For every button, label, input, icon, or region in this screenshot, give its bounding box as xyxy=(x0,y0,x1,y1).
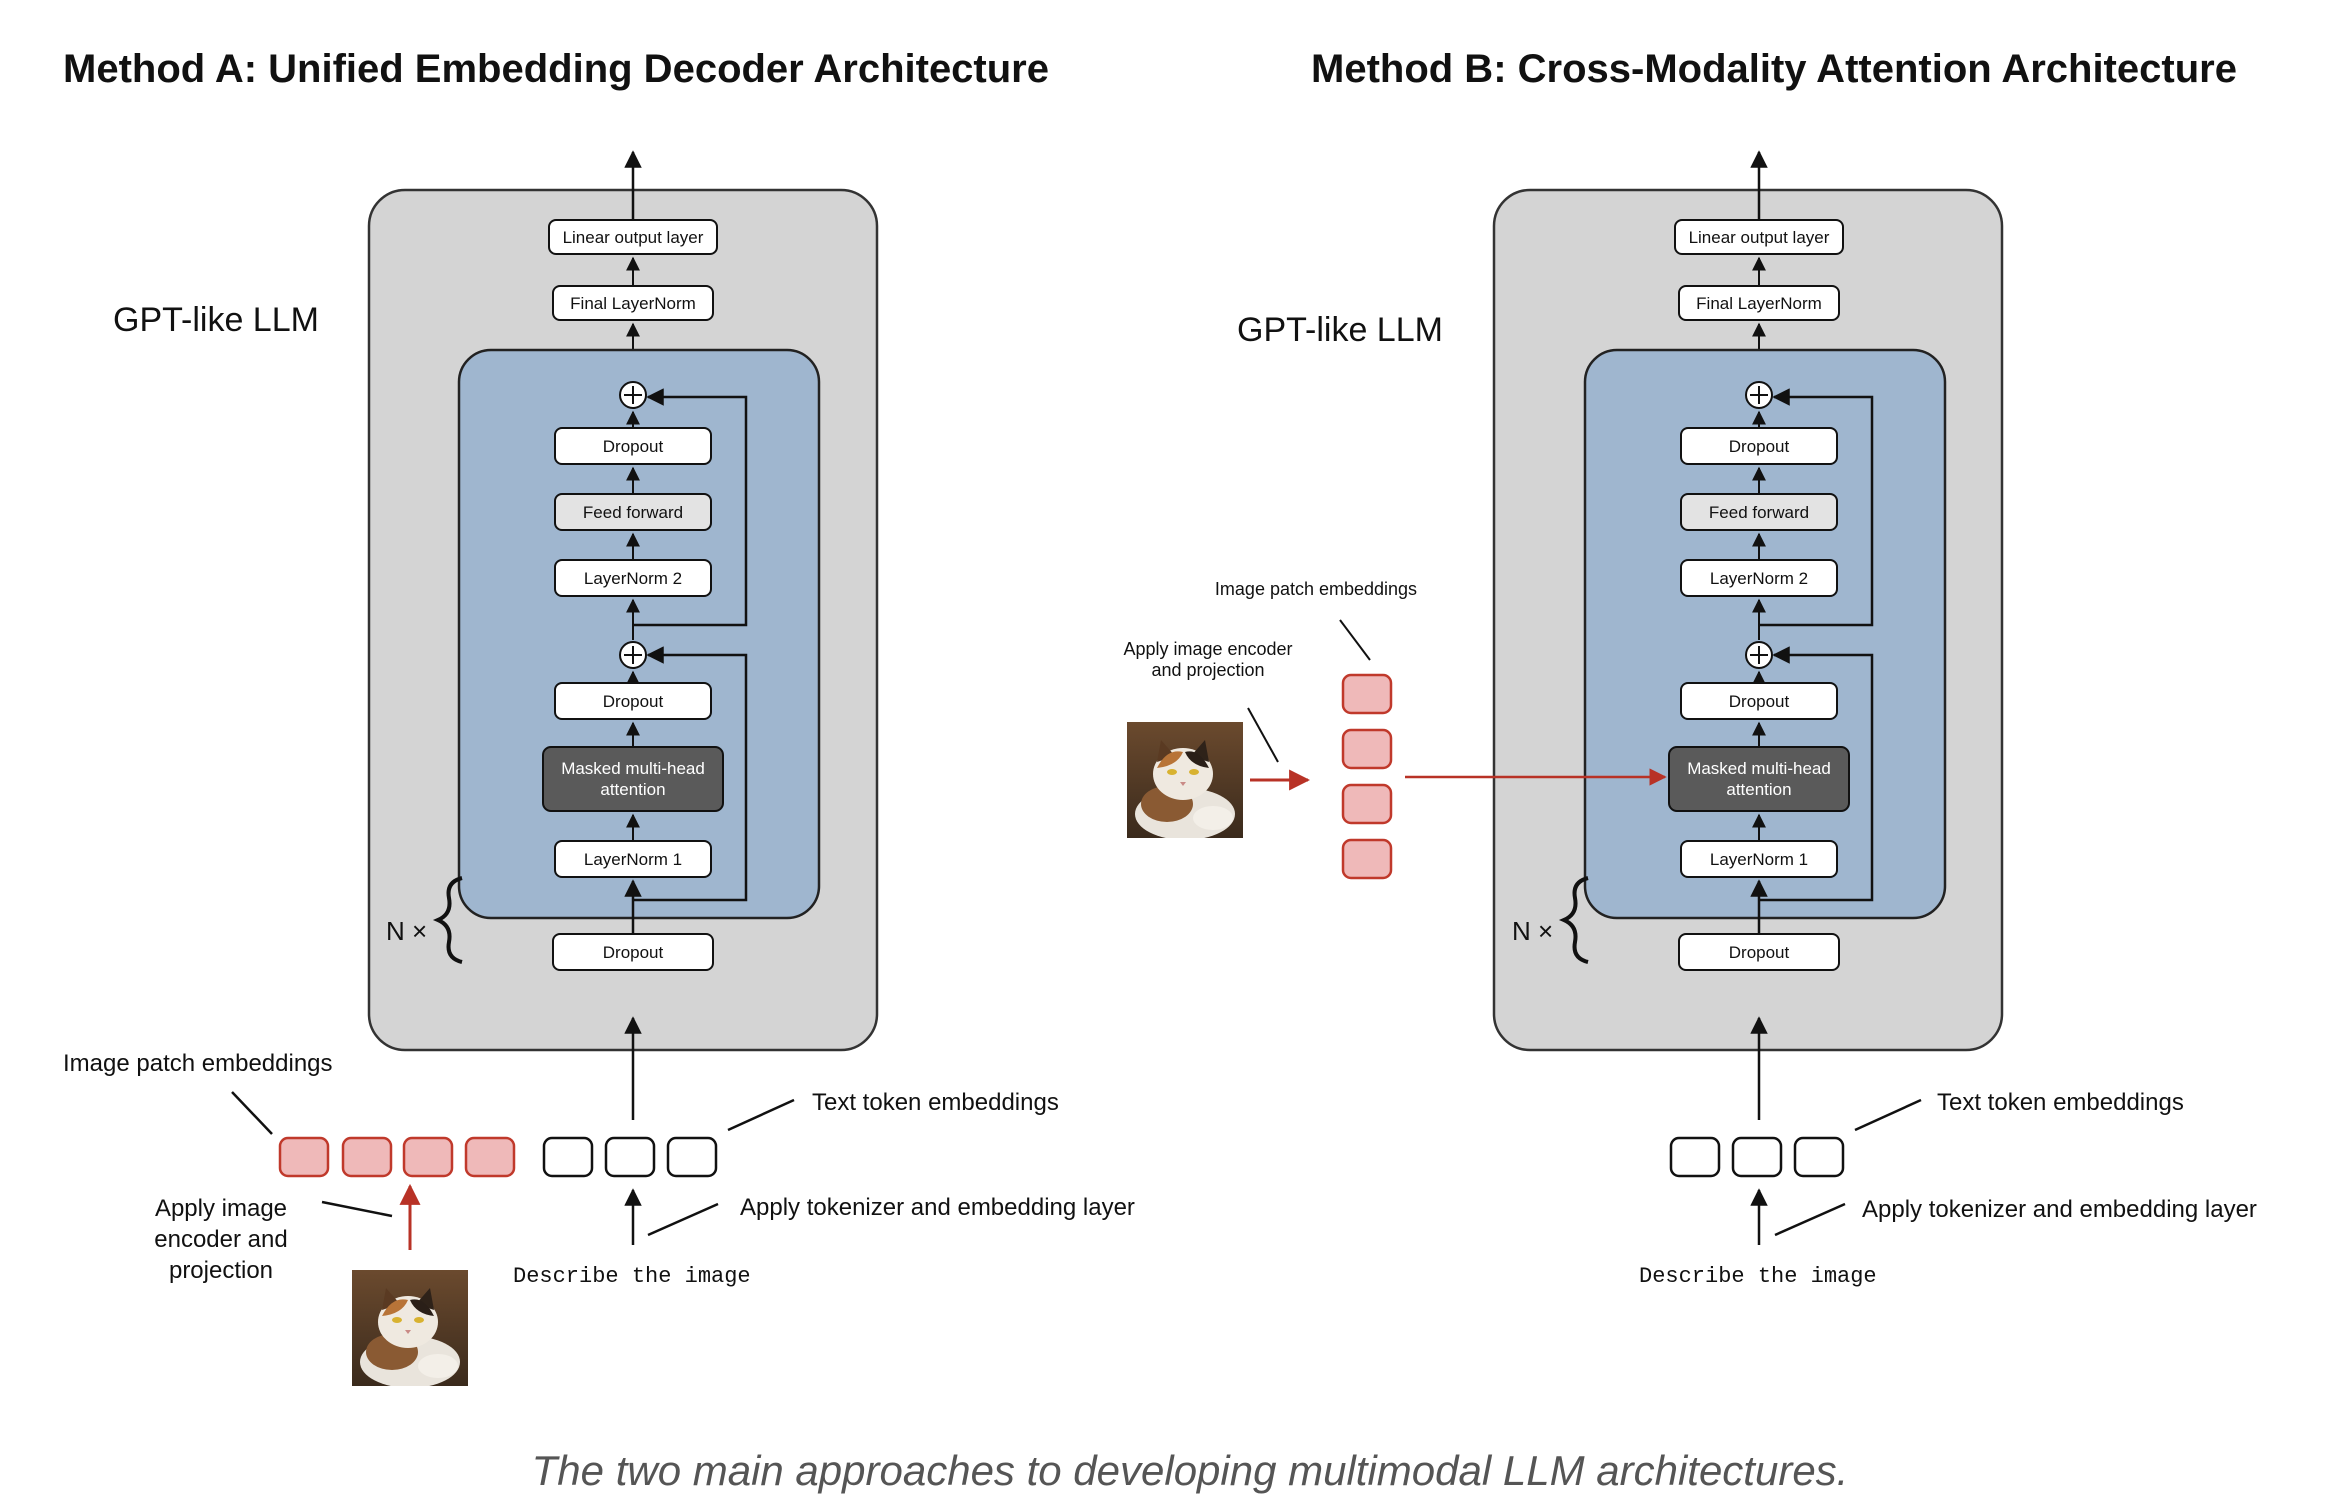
method-b-image-embedding xyxy=(1341,783,1393,825)
method-a-image-embedding xyxy=(464,1136,516,1178)
figure-caption: The two main approaches to developing mu… xyxy=(532,1447,1849,1494)
method-b-image-embedding xyxy=(1341,728,1393,770)
method-b-diagram: Method B: Cross-Modality Attention Archi… xyxy=(1123,47,2256,1289)
method-b-linear-output-label: Linear output layer xyxy=(1689,228,1830,247)
method-b-encoder-label-1: Apply image encoder xyxy=(1123,639,1292,659)
method-b-masked-attention xyxy=(1668,746,1850,812)
method-b-layernorm2-label: LayerNorm 2 xyxy=(1710,569,1808,588)
method-b-skip-connection-bottom xyxy=(1759,646,1874,902)
method-a-dropout-mid xyxy=(554,682,712,720)
method-b-attention-label-1: Masked multi-head xyxy=(1687,759,1831,778)
method-b-dropout-top-label: Dropout xyxy=(1729,437,1790,456)
method-a-title: Method A: Unified Embedding Decoder Arch… xyxy=(63,47,1049,91)
method-a-linear-output-label: Linear output layer xyxy=(563,228,704,247)
method-a-text-embedding xyxy=(604,1136,656,1178)
method-a-cat-image xyxy=(352,1270,468,1386)
method-b-prompt-text: Describe the image xyxy=(1639,1264,1877,1289)
method-a-diagram: Method A: Unified Embedding Decoder Arch… xyxy=(63,47,1135,1386)
method-b-image-embedding xyxy=(1341,838,1393,880)
method-a-attention-label-1: Masked multi-head xyxy=(561,759,705,778)
method-a-image-embedding xyxy=(341,1136,393,1178)
method-a-final-layernorm-label: Final LayerNorm xyxy=(570,294,696,313)
method-b-title: Method B: Cross-Modality Attention Archi… xyxy=(1311,47,2237,91)
method-b-pointer-line xyxy=(1854,1098,1922,1132)
method-b-final-layernorm-label: Final LayerNorm xyxy=(1696,294,1822,313)
method-a-feed-forward-label: Feed forward xyxy=(583,503,683,522)
method-b-repeat-label: N × xyxy=(1512,916,1553,946)
method-b-feed-forward xyxy=(1680,493,1838,531)
method-a-linear-output-layer xyxy=(548,219,718,255)
method-b-llm-label: GPT-like LLM xyxy=(1237,311,1443,349)
method-a-pointer-line xyxy=(727,1098,795,1132)
method-a-image-patch-label: Image patch embeddings xyxy=(63,1050,333,1077)
method-b-cat-image xyxy=(1127,722,1243,838)
method-b-text-token-label: Text token embeddings xyxy=(1937,1089,2184,1116)
method-a-attention-label-2: attention xyxy=(600,780,665,799)
method-b-dropout-mid xyxy=(1680,682,1838,720)
method-a-layernorm2 xyxy=(554,559,712,597)
method-a-layernorm2-label: LayerNorm 2 xyxy=(584,569,682,588)
method-a-image-embedding xyxy=(402,1136,454,1178)
method-b-final-layernorm xyxy=(1678,285,1840,321)
method-b-encoder-label-2: and projection xyxy=(1151,660,1264,680)
method-a-pointer-line xyxy=(321,1200,393,1218)
method-a-encoder-label-3: projection xyxy=(169,1257,273,1284)
method-b-layernorm1 xyxy=(1680,840,1838,878)
method-a-dropout-mid-label: Dropout xyxy=(603,692,664,711)
method-a-encoder-label-2: encoder and xyxy=(154,1226,287,1253)
method-a-dropout-bottom-label: Dropout xyxy=(603,943,664,962)
method-b-linear-output-layer xyxy=(1674,219,1844,255)
brace-icon xyxy=(1558,876,1589,964)
method-a-text-embedding xyxy=(666,1136,718,1178)
method-b-attention-label-2: attention xyxy=(1726,780,1791,799)
method-b-image-patch-label: Image patch embeddings xyxy=(1215,579,1417,599)
method-a-text-embedding xyxy=(542,1136,594,1178)
method-b-pointer-line xyxy=(1247,707,1279,763)
method-a-feed-forward xyxy=(554,493,712,531)
method-a-prompt-text: Describe the image xyxy=(513,1264,751,1289)
method-b-layernorm2 xyxy=(1680,559,1838,597)
brace-icon xyxy=(432,876,463,964)
method-b-pointer-line xyxy=(1339,619,1371,661)
method-a-dropout-top-label: Dropout xyxy=(603,437,664,456)
method-b-dropout-top xyxy=(1680,427,1838,465)
method-a-tokenizer-label: Apply tokenizer and embedding layer xyxy=(740,1194,1135,1221)
method-a-image-embedding xyxy=(278,1136,330,1178)
method-a-dropout-bottom xyxy=(552,933,714,971)
method-b-text-embedding xyxy=(1669,1136,1721,1178)
method-b-text-embedding xyxy=(1793,1136,1845,1178)
method-a-text-token-label: Text token embeddings xyxy=(812,1089,1059,1116)
method-a-llm-label: GPT-like LLM xyxy=(113,301,319,339)
method-b-pointer-line xyxy=(1774,1202,1846,1237)
method-b-skip-connection-top xyxy=(1759,388,1874,627)
method-a-layernorm1 xyxy=(554,840,712,878)
method-b-dropout-bottom xyxy=(1678,933,1840,971)
method-a-dropout-top xyxy=(554,427,712,465)
method-b-dropout-mid-label: Dropout xyxy=(1729,692,1790,711)
method-a-layernorm1-label: LayerNorm 1 xyxy=(584,850,682,869)
method-b-layernorm1-label: LayerNorm 1 xyxy=(1710,850,1808,869)
method-a-skip-connection-bottom xyxy=(633,646,748,902)
method-a-encoder-label-1: Apply image xyxy=(155,1195,287,1222)
method-b-text-embedding xyxy=(1731,1136,1783,1178)
method-b-image-embedding xyxy=(1341,673,1393,715)
method-a-skip-connection-top xyxy=(633,388,748,627)
method-a-masked-attention xyxy=(542,746,724,812)
method-b-tokenizer-label: Apply tokenizer and embedding layer xyxy=(1862,1196,2257,1223)
method-b-dropout-bottom-label: Dropout xyxy=(1729,943,1790,962)
method-b-feed-forward-label: Feed forward xyxy=(1709,503,1809,522)
method-a-pointer-line xyxy=(647,1202,719,1237)
method-a-repeat-label: N × xyxy=(386,916,427,946)
method-a-pointer-line xyxy=(231,1091,273,1135)
method-a-final-layernorm xyxy=(552,285,714,321)
